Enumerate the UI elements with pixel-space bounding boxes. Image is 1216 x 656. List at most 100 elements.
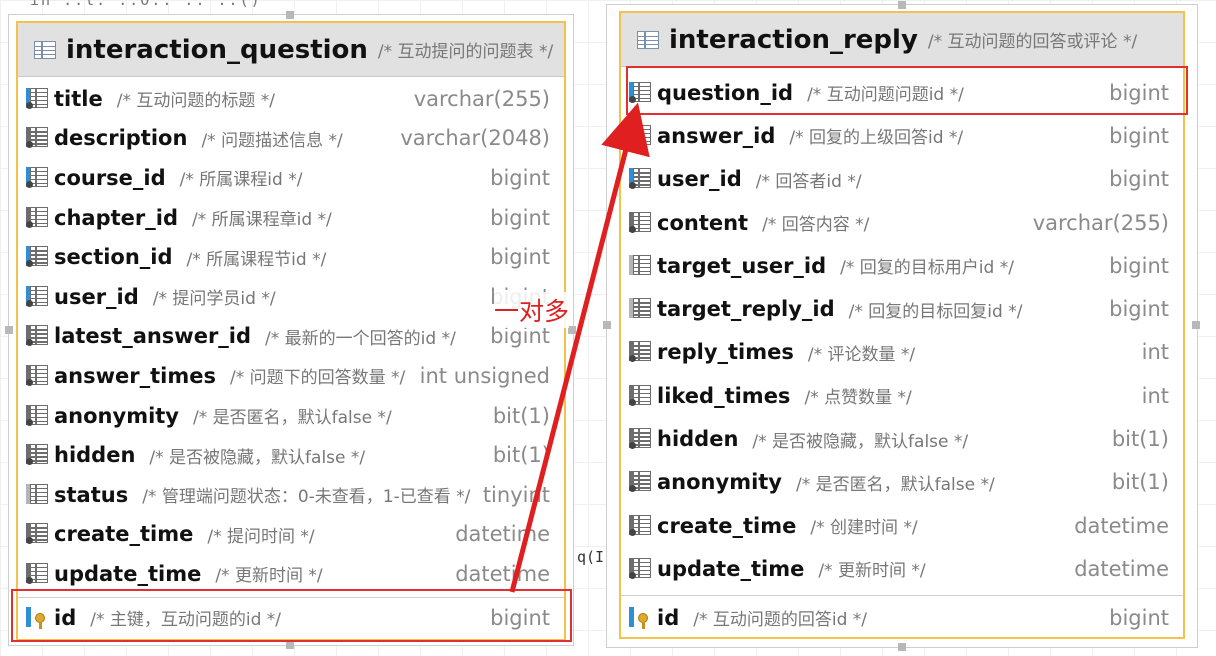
column-name: answer_id [657,123,776,148]
resize-handle[interactable] [603,321,611,329]
column-row-section-id[interactable]: section_id/* 所属课程节id */bigint [18,237,564,277]
resize-handle[interactable] [1192,321,1200,329]
column-comment: /* 回答内容 */ [762,215,870,236]
column-type: int [1141,383,1169,408]
column-name: chapter_id [54,205,178,230]
column-comment: /* 互动问题问题id */ [807,85,964,106]
column-comment: /* 评论数量 */ [807,344,916,365]
column-row-update-time[interactable]: update_time/* 更新时间 */datetime [621,547,1183,590]
column-row-liked-times[interactable]: liked_times/* 点赞数量 */int [621,374,1183,417]
column-row-content[interactable]: content/* 回答内容 */varchar(255) [621,201,1183,244]
column-name: description [54,126,188,151]
column-icon-gray [629,298,651,320]
resize-handle[interactable] [568,326,576,334]
column-comment: /* 管理端问题状态：0-未查看，1-已查看 */ [142,487,471,508]
column-icon-blue [26,166,48,189]
column-row-status[interactable]: status/* 管理端问题状态：0-未查看，1-已查看 */tinyint [18,475,564,515]
column-row-course-id[interactable]: course_id/* 所属课程id */bigint [18,158,564,198]
column-comment: /* 互动问题的回答id */ [693,610,868,631]
table-header[interactable]: interaction_question /* 互动提问的问题表 */ [18,23,564,77]
column-type: bigint [490,205,550,230]
table-icon [34,40,56,59]
column-name: content [657,210,749,235]
table-header[interactable]: interaction_reply /* 互动问题的回答或评论 */ [621,13,1183,67]
resize-handle[interactable] [898,643,906,651]
column-comment: /* 创建时间 */ [810,518,918,539]
column-row-hidden[interactable]: hidden/* 是否被隐藏，默认false */bit(1) [621,417,1183,460]
column-row-answer-times[interactable]: answer_times/* 问题下的回答数量 */int unsigned [18,356,564,396]
column-icon-blue [26,246,48,268]
resize-handle[interactable] [286,641,294,649]
column-row-user-id[interactable]: user_id/* 回答者id */bigint [621,158,1183,201]
column-comment: /* 回复的目标回复id */ [848,301,1023,322]
column-comment: /* 是否匿名，默认false */ [796,474,995,495]
column-type: bigint [1109,167,1169,192]
column-name: target_reply_id [657,297,835,322]
column-icon [629,557,651,580]
column-row-hidden[interactable]: hidden/* 是否被隐藏，默认false */bit(1) [18,435,564,475]
column-name: answer_times [54,363,216,388]
column-comment: /* 回答者id */ [755,171,862,192]
column-row-create-time[interactable]: create_time/* 提问时间 */datetime [18,515,564,555]
column-name: status [54,482,129,507]
column-icon [26,404,48,427]
column-comment: /* 互动问题的标题 */ [116,91,275,112]
resize-handle[interactable] [5,326,13,334]
column-type: bigint [1109,297,1169,322]
column-comment: /* 是否被隐藏，默认false */ [752,431,969,452]
column-comment: /* 点赞数量 */ [804,388,912,409]
column-name: anonymity [657,470,782,495]
column-name: update_time [54,561,202,586]
column-row-target-reply-id[interactable]: target_reply_id /* 回复的目标回复id */ bigint [621,288,1183,331]
column-row-target-user-id[interactable]: target_user_id/* 回复的目标用户id */bigint [621,244,1183,287]
column-type: bigint [1109,123,1169,148]
column-row-description[interactable]: description/* 问题描述信息 */varchar(2048) [18,119,564,159]
highlight-question-id [626,66,1188,115]
column-icon [629,211,651,234]
column-list: question_id/* 互动问题问题id */bigint answer_id… [621,71,1183,637]
column-icon [629,471,651,493]
column-type: bigint [1109,253,1169,278]
table-name: interaction_reply [669,24,918,55]
column-row-title[interactable]: title/* 互动问题的标题 */varchar(255) [18,79,564,119]
column-icon [26,127,48,149]
resize-handle[interactable] [286,11,294,19]
column-comment: /* 问题下的回答数量 */ [229,368,406,389]
column-icon [629,428,651,450]
column-icon-blue [26,285,48,308]
column-row-reply-times[interactable]: reply_times/* 评论数量 */int [621,331,1183,374]
column-type: varchar(255) [413,86,550,111]
column-type: bigint [490,605,550,630]
column-icon [26,364,48,387]
column-name: create_time [657,513,797,538]
column-row-update-time[interactable]: update_time/* 更新时间 */datetime [18,554,564,594]
column-row-create-time[interactable]: create_time/* 创建时间 */datetime [621,504,1183,547]
column-icon [26,562,48,585]
resize-handle[interactable] [898,1,906,9]
table-interaction-question[interactable]: interaction_question /* 互动提问的问题表 */ titl… [5,11,576,649]
column-row-anonymity[interactable]: anonymity/* 是否匿名，默认false */bit(1) [621,461,1183,504]
column-row-anonymity[interactable]: anonymity/* 是否匿名，默认false */bit(1) [18,396,564,436]
column-icon-blue [26,87,48,110]
column-name: id [657,605,680,630]
table-interaction-reply[interactable]: interaction_reply /* 互动问题的回答或评论 */ quest… [603,1,1200,651]
primary-key-row-id[interactable]: id/* 互动问题的回答id */bigint [621,595,1183,639]
column-name: section_id [54,245,173,270]
column-type: datetime [455,522,550,547]
column-row-chapter-id[interactable]: chapter_id/* 所属课程章id */bigint [18,198,564,238]
column-icon [629,341,651,363]
table-comment: /* 互动问题的回答或评论 */ [927,32,1138,52]
column-icon-gray [629,254,651,277]
column-type: int [1141,340,1169,365]
column-comment: /* 是否匿名，默认false */ [193,408,392,429]
column-comment: /* 最新的一个回答的id */ [265,328,456,349]
column-comment: /* 提问学员id */ [152,289,276,310]
column-row-question-id[interactable]: question_id/* 互动问题问题id */bigint [621,71,1183,114]
table-comment: /* 互动提问的问题表 */ [377,42,554,62]
column-row-latest-answer-id[interactable]: latest_answer_id/* 最新的一个回答的id */bigint [18,317,564,357]
column-name: hidden [54,443,136,468]
primary-key-row-id[interactable]: id/* 主键，互动问题的id */bigint [18,597,564,638]
column-comment: /* 是否被隐藏，默认false */ [149,447,366,468]
column-type: bit(1) [492,403,550,428]
column-comment: /* 所属课程id */ [179,170,303,191]
